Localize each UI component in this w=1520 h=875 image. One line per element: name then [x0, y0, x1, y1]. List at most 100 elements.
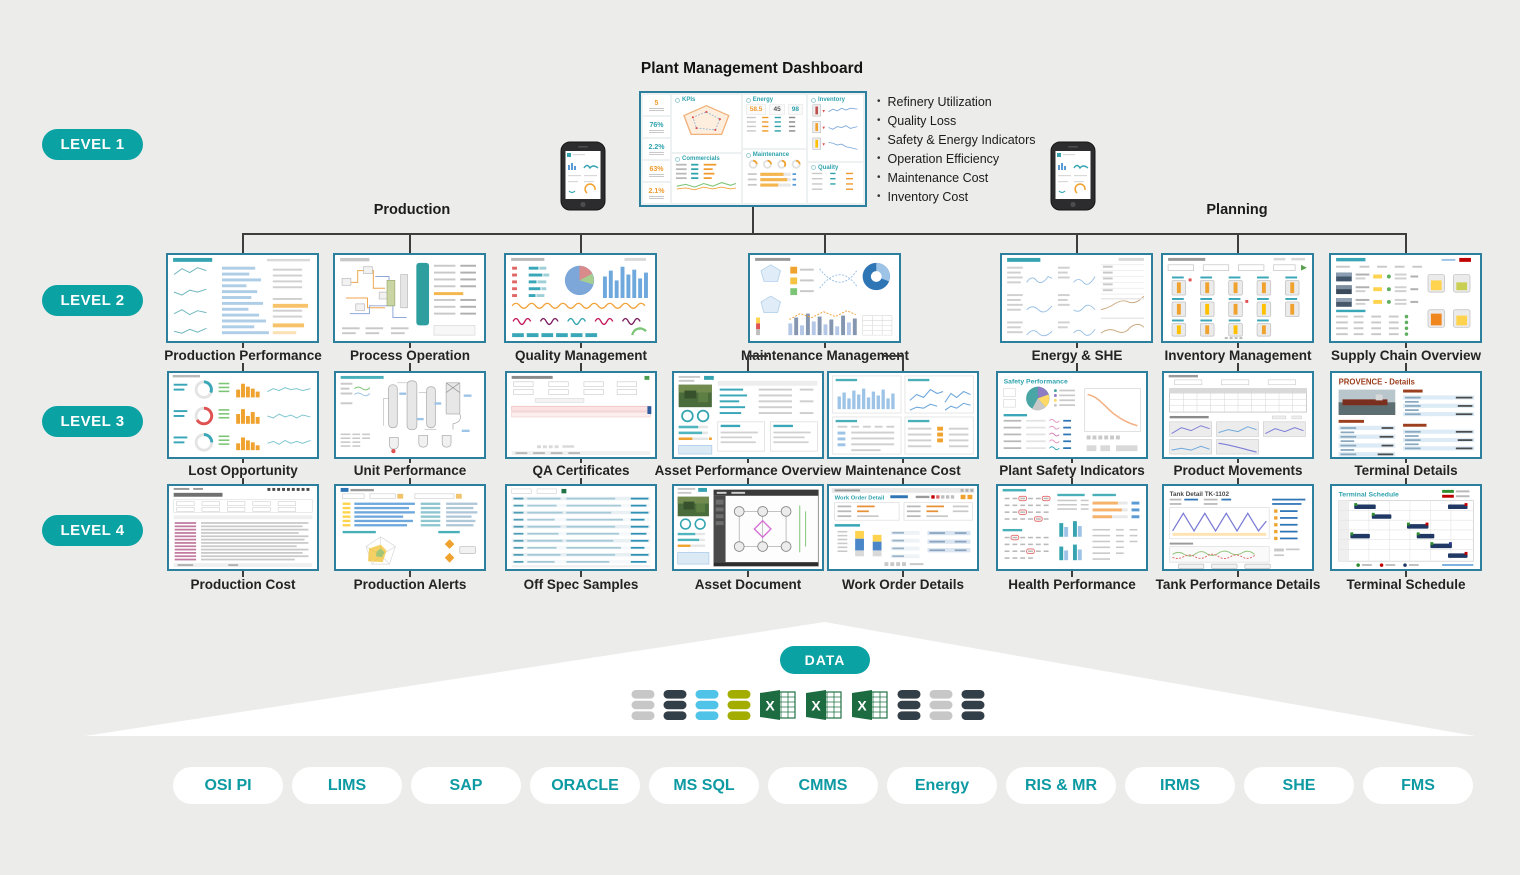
data-source-icons: X X X [630, 688, 986, 722]
thumb-title-safety: Safety Performance [1004, 379, 1068, 386]
level3-thumb-terminal-details: PROVENCE - Details [1330, 371, 1482, 459]
data-badge: DATA [780, 646, 870, 674]
connector-tick [580, 363, 582, 371]
dashboard-maintenance-panel: Maintenance [742, 150, 806, 203]
level3-thumb-asset-performance-overview [672, 371, 824, 459]
level4-thumb-production-cost [167, 484, 319, 571]
connector-line [752, 207, 754, 233]
connector-line [1076, 233, 1078, 253]
bullet-item: Quality Loss [877, 112, 1036, 131]
connector-tick [1405, 363, 1407, 371]
level1-dashboard-thumbnail: 5 76% 2.2% 63% 2.1% KPIs Commercials [639, 91, 867, 207]
connector-tick [409, 478, 411, 484]
commercials-chart [675, 164, 737, 191]
page-title: Plant Management Dashboard [640, 60, 864, 77]
branch-label-planning: Planning [1206, 202, 1268, 218]
fork-line [747, 355, 749, 371]
level3-thumb-unit-performance [334, 371, 486, 459]
branch-label-production: Production [373, 202, 451, 218]
level3-label: Maintenance Cost [845, 463, 961, 478]
level4-label: Tank Performance Details [1155, 577, 1321, 592]
panel-title: Quality [811, 165, 860, 171]
dashboard-inventory-panel: Inventory [808, 95, 863, 161]
database-icon [663, 690, 687, 720]
dashboard-kpis-panel: KPIs [672, 95, 741, 153]
connector-tick [409, 459, 411, 463]
level2-label: Inventory Management [1164, 348, 1312, 363]
source-pill-cmms: CMMS [768, 767, 878, 804]
connector-tick [902, 459, 904, 463]
connector-line [242, 233, 244, 253]
connector-tick [1405, 459, 1407, 463]
level2-label: Production Performance [164, 348, 322, 363]
connector-tick [580, 571, 582, 577]
connector-tick [1405, 571, 1407, 577]
energy-stat: 45 [769, 104, 785, 115]
level3-label: Terminal Details [1354, 463, 1458, 478]
svg-text:X: X [857, 698, 867, 714]
level4-thumb-production-alerts [334, 484, 486, 571]
connector-tick [902, 571, 904, 577]
connector-tick [580, 478, 582, 484]
level3-thumb-lost-opportunity [167, 371, 319, 459]
connector-tick [747, 571, 749, 577]
dashboard-quality-panel: Quality [808, 162, 863, 203]
level4-label: Terminal Schedule [1346, 577, 1466, 592]
level2-label: Supply Chain Overview [1330, 348, 1482, 363]
panel-title: Inventory [811, 97, 860, 103]
level4-label: Asset Document [694, 577, 802, 592]
connector-tick [824, 343, 826, 348]
level3-label: Lost Opportunity [188, 463, 298, 478]
connector-line [580, 233, 582, 253]
connector-line [1405, 233, 1407, 253]
svg-text:X: X [765, 698, 775, 714]
level2-label: Maintenance Management [740, 348, 910, 363]
bullet-item: Maintenance Cost [877, 169, 1036, 188]
connector-tick [242, 571, 244, 577]
data-source-pills: OSI PI LIMS SAP ORACLE MS SQL CMMS Energ… [173, 767, 1473, 804]
panel-title: KPIs [675, 97, 738, 103]
connector-tick [242, 459, 244, 463]
connector-tick [242, 363, 244, 371]
thumb-title-work-order: Work Order Detail [835, 496, 885, 502]
level-2-badge: LEVEL 2 [42, 285, 143, 316]
mobile-phone-icon [1050, 141, 1096, 211]
connector-tick [1237, 363, 1239, 371]
inventory-chart [812, 104, 858, 150]
source-pill-osi-pi: OSI PI [173, 767, 283, 804]
database-icon [897, 690, 921, 720]
energy-stat: 98 [787, 104, 803, 115]
level2-thumb-process-operation [333, 253, 486, 343]
database-icon [929, 690, 953, 720]
connector-tick [409, 363, 411, 371]
connector-tick [747, 478, 749, 484]
connector-line [409, 233, 411, 253]
level4-thumb-tank-performance-details: Tank Detail TK-1102 [1162, 484, 1314, 571]
dashboard-energy-panel: Energy 58.5 45 98 [742, 95, 806, 148]
level2-thumb-maintenance-management [748, 253, 901, 343]
connector-tick [580, 459, 582, 463]
source-pill-ris-mr: RIS & MR [1006, 767, 1116, 804]
thumb-title-provence: PROVENCE - Details [1339, 378, 1416, 387]
level4-label: Off Spec Samples [523, 577, 639, 592]
level3-label: Unit Performance [353, 463, 467, 478]
level3-thumb-plant-safety-indicators: Safety Performance [996, 371, 1148, 459]
level3-label: Asset Performance Overview [654, 463, 842, 478]
level3-thumb-product-movements [1162, 371, 1314, 459]
level4-thumb-health-performance [996, 484, 1148, 571]
connector-tick [1076, 343, 1078, 348]
database-icon [727, 690, 751, 720]
connector-tick [1237, 571, 1239, 577]
level2-thumb-inventory-management [1161, 253, 1314, 343]
panel-title: Commercials [675, 156, 738, 162]
dashboard-kpi-sidebar: 5 76% 2.2% 63% 2.1% [643, 95, 670, 203]
database-icon [695, 690, 719, 720]
source-pill-oracle: ORACLE [530, 767, 640, 804]
level4-thumb-asset-document [672, 484, 824, 571]
connector-tick [902, 478, 904, 484]
level-1-badge: LEVEL 1 [42, 129, 143, 160]
energy-stat: 58.5 [745, 104, 767, 115]
kpi-value: 76% [649, 121, 664, 129]
kpi-value: 2.2% [648, 143, 665, 151]
connector-tick [1405, 478, 1407, 484]
